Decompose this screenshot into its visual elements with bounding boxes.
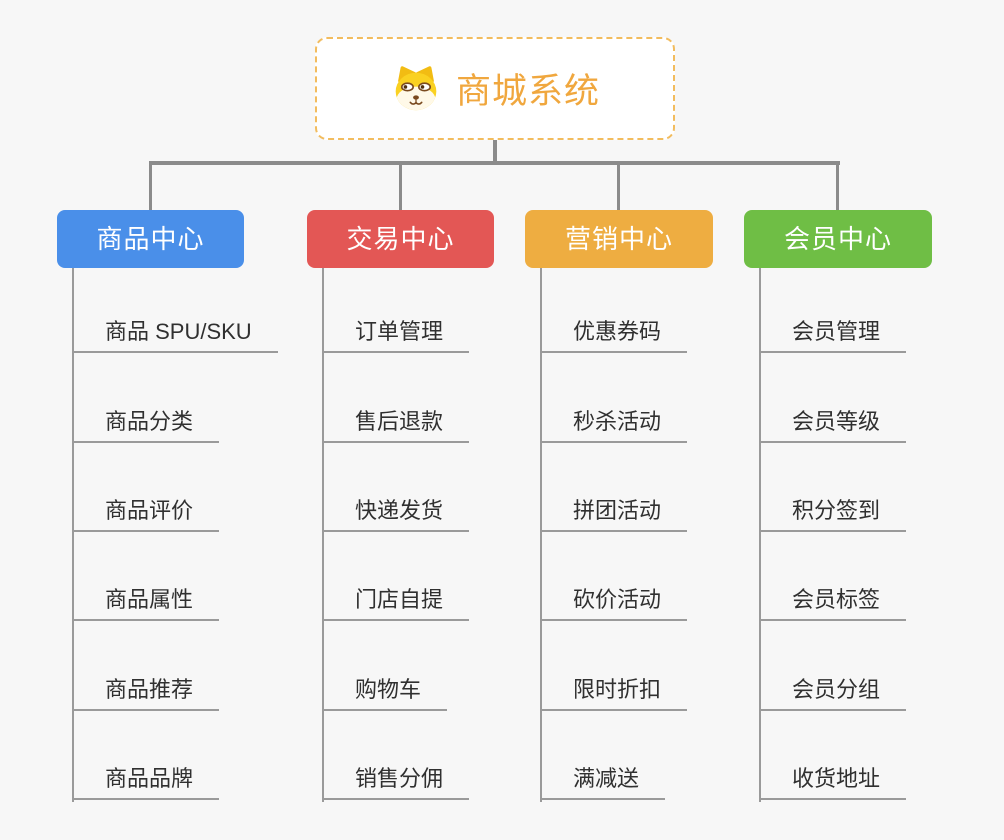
dog-face-icon	[395, 65, 437, 110]
subtopic-node[interactable]: 售后退款	[322, 403, 470, 443]
subtopic-node[interactable]: 收货地址	[759, 760, 907, 800]
branch-node[interactable]: 商品中心	[57, 210, 244, 268]
branch-trade-center: 交易中心 订单管理 售后退款 快递发货 门店自提 购物车 销售分佣	[307, 210, 494, 810]
branch-member-center: 会员中心 会员管理 会员等级 积分签到 会员标签 会员分组 收货地址	[744, 210, 932, 810]
branch-trunk-line	[72, 268, 74, 802]
subtopic-node[interactable]: 满减送	[540, 760, 666, 800]
branch-trunk-line	[540, 268, 542, 802]
subtopic-node[interactable]: 门店自提	[322, 581, 470, 621]
subtopic-node[interactable]: 会员标签	[759, 581, 907, 621]
subtopic-node[interactable]: 砍价活动	[540, 581, 688, 621]
subtopic-node[interactable]: 商品 SPU/SKU	[72, 313, 278, 353]
branch-trunk-line	[322, 268, 324, 802]
subtopic-node[interactable]: 快递发货	[322, 492, 470, 532]
subtopic-node[interactable]: 拼团活动	[540, 492, 688, 532]
subtopic-node[interactable]: 商品分类	[72, 403, 220, 443]
subtopic-node[interactable]: 销售分佣	[322, 760, 470, 800]
subtopic-node[interactable]: 积分签到	[759, 492, 907, 532]
branch-node[interactable]: 交易中心	[307, 210, 494, 268]
subtopic-node[interactable]: 秒杀活动	[540, 403, 688, 443]
connector-drop-line	[149, 161, 152, 210]
root-topic-title: 商城系统	[455, 72, 600, 111]
subtopic-node[interactable]: 会员分组	[759, 671, 907, 711]
subtopic-node[interactable]: 购物车	[322, 671, 448, 711]
branch-trunk-line	[759, 268, 761, 802]
subtopic-node[interactable]: 会员管理	[759, 313, 907, 353]
subtopic-node[interactable]: 商品推荐	[72, 671, 220, 711]
connector-drop-line	[836, 161, 839, 210]
branch-product-center: 商品中心 商品 SPU/SKU 商品分类 商品评价 商品属性 商品推荐 商品品牌	[57, 210, 278, 810]
connector-bus-line	[149, 161, 840, 165]
subtopic-node[interactable]: 限时折扣	[540, 671, 688, 711]
branch-node[interactable]: 营销中心	[525, 210, 713, 268]
branch-node[interactable]: 会员中心	[744, 210, 932, 268]
subtopic-node[interactable]: 商品属性	[72, 581, 220, 621]
subtopic-node[interactable]: 商品品牌	[72, 760, 220, 800]
subtopic-node[interactable]: 订单管理	[322, 313, 470, 353]
subtopic-node[interactable]: 会员等级	[759, 403, 907, 443]
connector-drop-line	[399, 161, 402, 210]
connector-root-stub	[493, 140, 497, 164]
subtopic-node[interactable]: 优惠券码	[540, 313, 688, 353]
connector-drop-line	[617, 161, 620, 210]
branch-marketing-center: 营销中心 优惠券码 秒杀活动 拼团活动 砍价活动 限时折扣 满减送	[525, 210, 713, 810]
root-topic-node[interactable]: 商城系统	[315, 37, 675, 140]
subtopic-node[interactable]: 商品评价	[72, 492, 220, 532]
